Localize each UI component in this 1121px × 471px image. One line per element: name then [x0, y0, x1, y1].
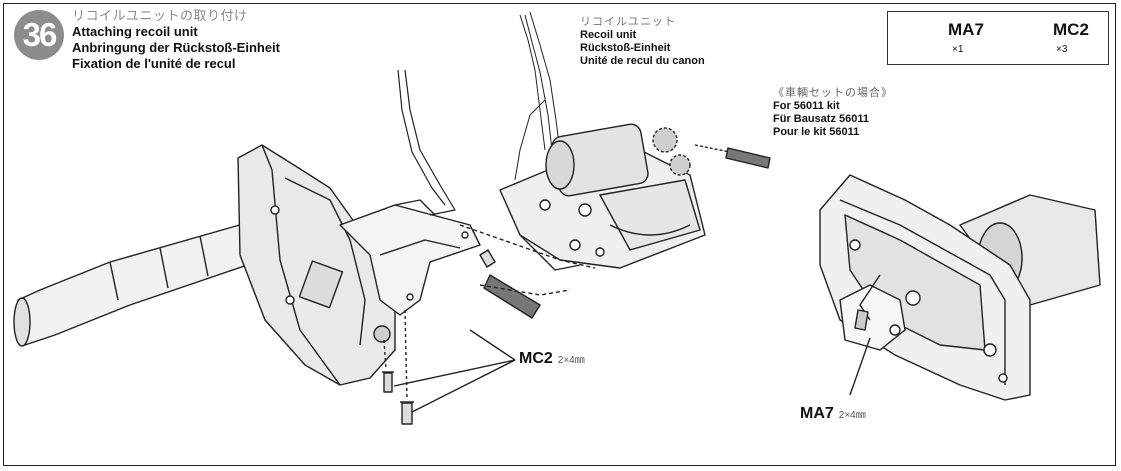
mc2-callout: MC2 2×4㎜	[519, 350, 585, 368]
part-code-mc2: MC2	[1053, 20, 1089, 39]
ma7-callout-code: MA7	[800, 405, 834, 422]
wire-loop	[404, 69, 456, 216]
recoil-unit-part	[499, 123, 706, 271]
kit-note-de: Für Bausatz 56011	[773, 113, 869, 125]
recoil-label-de: Rückstoß-Einheit	[580, 42, 671, 54]
kit-note-en: For 56011 kit	[773, 100, 840, 112]
part-code-ma7: MA7	[948, 20, 984, 39]
part-qty-mc2: ×3	[1056, 44, 1068, 55]
step-title: リコイルユニットの取り付け Attaching recoil unit Anbr…	[72, 8, 280, 72]
recoil-wires	[514, 11, 561, 181]
parts-box: MA7 ×1 MC2 ×3	[887, 11, 1109, 65]
kit-inset-illustration	[819, 174, 1101, 401]
title-de: Anbringung der Rückstoß-Einheit	[72, 40, 280, 55]
title-fr: Fixation de l'unité de recul	[72, 56, 236, 71]
recoil-label-jp: リコイルユニット	[580, 16, 676, 28]
cement-tube-2	[483, 274, 541, 319]
kit-note: 《車輌セットの場合》 For 56011 kit Für Bausatz 560…	[773, 87, 893, 139]
title-en: Attaching recoil unit	[72, 24, 198, 39]
step-number-badge: 36	[14, 10, 64, 60]
kit-note-jp: 《車輌セットの場合》	[773, 87, 893, 99]
title-jp: リコイルユニットの取り付け	[72, 8, 248, 23]
mc2-callout-size: 2×4㎜	[557, 355, 585, 366]
ma7-callout-size: 2×4㎜	[838, 410, 866, 421]
recoil-label-en: Recoil unit	[580, 29, 637, 41]
kit-note-fr: Pour le kit 56011	[773, 126, 860, 138]
recoil-label-fr: Unité de recul du canon	[580, 55, 705, 67]
gun-barrel	[13, 221, 263, 347]
mc2-callout-code: MC2	[519, 350, 553, 367]
gun-mantlet	[237, 144, 396, 386]
mc2-screws	[382, 249, 496, 425]
ma7-callout: MA7 2×4㎜	[800, 405, 866, 423]
recoil-unit-label: リコイルユニット Recoil unit Rückstoß-Einheit Un…	[580, 16, 705, 68]
cement-tube	[725, 147, 771, 169]
part-qty-ma7: ×1	[952, 44, 964, 55]
diagram-frame	[3, 3, 1116, 466]
